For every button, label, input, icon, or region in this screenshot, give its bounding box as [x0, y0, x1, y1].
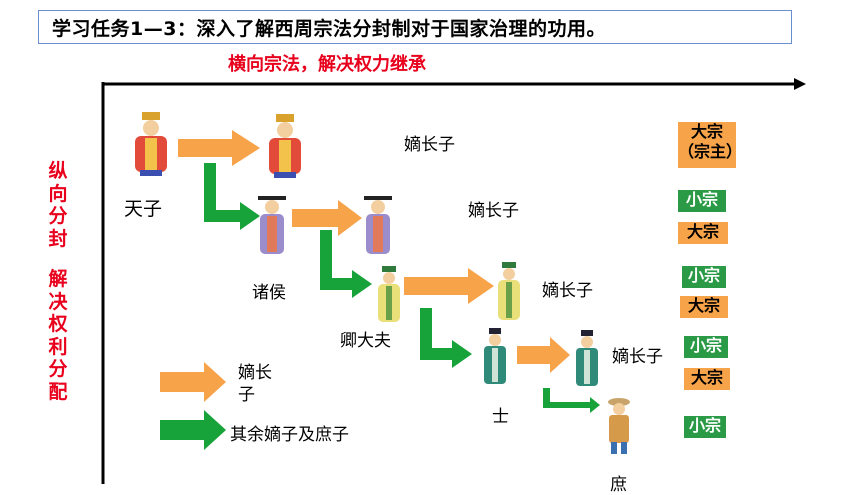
diagram-canvas	[101, 78, 806, 484]
badge-xiaozong: 小宗	[682, 266, 726, 288]
orange-arrow-3	[404, 268, 494, 304]
vertical-axis-label: 纵 向 分 封 解 决 权 利 分 配	[46, 160, 70, 403]
badge-dazong: 大宗	[680, 296, 728, 318]
legend-orange-arrow	[160, 362, 226, 402]
orange-arrow-2	[292, 200, 362, 236]
vertical-label-char: 分	[48, 358, 68, 380]
shu-figure	[608, 398, 630, 454]
vertical-label-char: 解	[48, 268, 68, 290]
eldest-son-label: 嫡长子	[468, 201, 519, 221]
rank-label-shu: 庶	[610, 475, 627, 495]
vertical-label-char: 利	[48, 335, 68, 358]
vertical-label-char: 决	[48, 290, 68, 313]
task-title: 学习任务1—3：深入了解西周宗法分封制对于国家治理的功用。	[52, 18, 606, 40]
green-arrow-4	[543, 388, 600, 413]
vertical-label-char: 配	[48, 380, 68, 403]
vertical-label-char: 分	[48, 205, 68, 227]
legend-green-arrow	[160, 410, 226, 450]
horizontal-axis-title: 横向宗法，解决权力继承	[228, 54, 426, 75]
green-arrow-2	[320, 230, 372, 298]
eldest-son-label: 嫡长子	[612, 347, 663, 367]
green-arrow-1	[204, 163, 260, 230]
vertical-label-char: 权	[48, 313, 68, 335]
vertical-label-char: 向	[48, 182, 68, 205]
green-arrows	[204, 163, 600, 413]
shi-figure	[484, 328, 506, 384]
rank-label-zhuhou: 诸侯	[252, 283, 286, 303]
qingdafu-heir-figure	[498, 262, 520, 320]
orange-arrow-4	[517, 337, 570, 373]
legend-orange-label: 嫡长子	[238, 363, 272, 405]
badge-xiaozong: 小宗	[678, 190, 726, 212]
task-box	[38, 10, 792, 44]
rank-label-qingdafu: 卿大夫	[340, 331, 391, 351]
rank-label-shi: 士	[492, 407, 509, 427]
badge-dazong-zongzhu: 大宗 （宗主）	[678, 122, 742, 168]
zhuhou-heir-figure	[364, 196, 392, 254]
orange-arrow-1	[178, 130, 260, 166]
shi-heir-figure	[576, 330, 598, 386]
zhuhou-figure	[258, 196, 286, 254]
tianzi-figure	[135, 112, 167, 176]
badge-xiaozong: 小宗	[684, 336, 728, 358]
vertical-label-char: 纵	[48, 160, 68, 182]
tianzi-heir-figure	[269, 114, 301, 178]
badge-xiaozong: 小宗	[684, 416, 726, 438]
eldest-son-label: 嫡长子	[542, 281, 593, 301]
badge-dazong: 大宗	[684, 368, 730, 390]
badge-dazong: 大宗	[678, 222, 728, 244]
green-arrow-3	[420, 308, 472, 368]
rank-label-tianzi: 天子	[124, 198, 163, 220]
orange-arrows	[178, 130, 570, 373]
qingdafu-figure	[378, 266, 400, 322]
eldest-son-label: 嫡长子	[404, 135, 455, 155]
horizontal-axis-arrowhead	[794, 78, 806, 90]
vertical-label-char: 封	[48, 227, 68, 250]
legend-green-label: 其余嫡子及庶子	[230, 425, 349, 445]
